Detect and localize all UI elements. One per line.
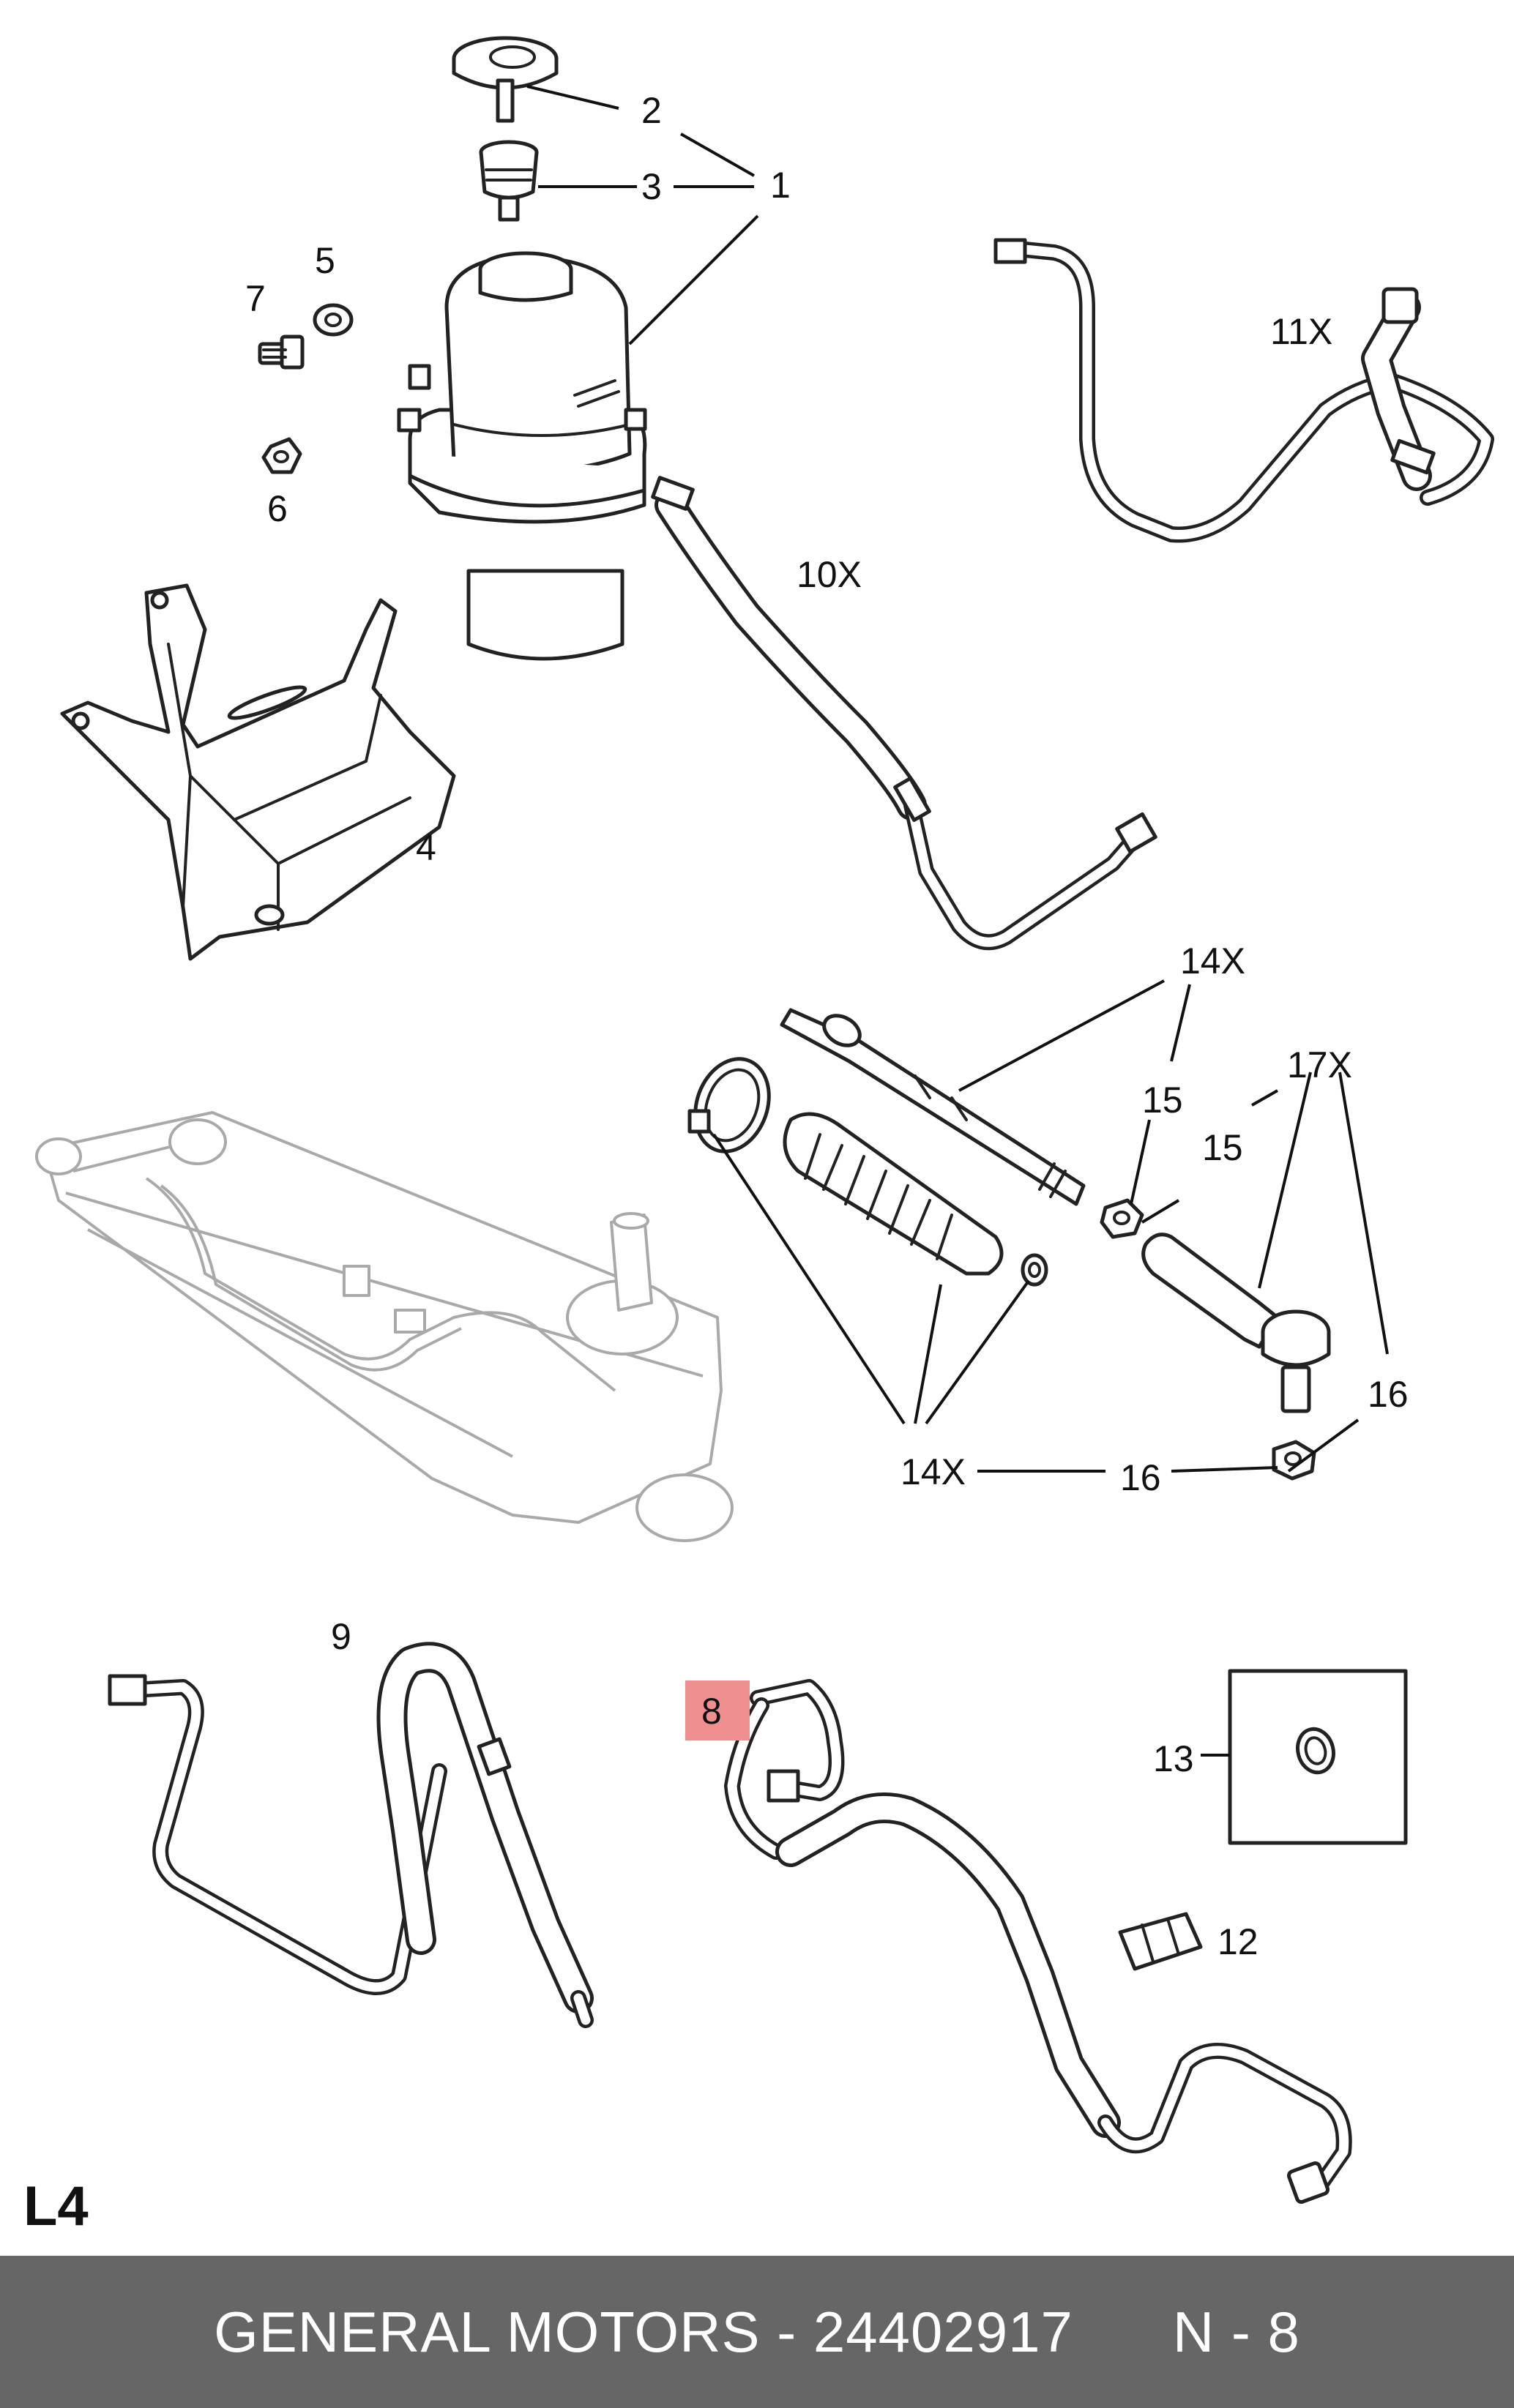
callout-9: 9 — [331, 1616, 351, 1657]
hose-clip[interactable] — [1118, 1912, 1203, 1971]
section-label: L4 — [23, 2175, 89, 2237]
steering-gear-reference — [35, 1111, 734, 1542]
callout-16-bottom: 16 — [1120, 1457, 1161, 1498]
return-line-11x[interactable] — [993, 238, 1494, 543]
callout-1: 1 — [770, 165, 791, 206]
highlight-box — [685, 1680, 750, 1740]
reservoir-filter[interactable] — [479, 140, 539, 222]
callout-15-right: 15 — [1202, 1127, 1243, 1168]
parts-diagram: 1 2 3 5 7 6 4 10X 11X 14X 15 15 17X 16 1… — [23, 36, 1494, 2237]
mounting-bracket[interactable] — [60, 583, 456, 961]
boot-clamp-small[interactable] — [1021, 1253, 1048, 1287]
callout-2: 2 — [641, 90, 662, 131]
boot-clamp-large[interactable] — [683, 1049, 782, 1162]
callout-4: 4 — [416, 827, 436, 868]
callout-14x-top: 14X — [1180, 941, 1245, 981]
callout-12: 12 — [1217, 1921, 1258, 1962]
footer-bar: GENERAL MOTORS - 24402917 N - 8 — [0, 2256, 1514, 2408]
reservoir-pump-assembly[interactable] — [397, 251, 647, 661]
callout-10x: 10X — [797, 554, 862, 595]
callout-17x: 17X — [1287, 1044, 1352, 1085]
callout-8: 8 — [701, 1691, 722, 1732]
reservoir-cap[interactable] — [452, 36, 559, 123]
pressure-line-10x[interactable] — [651, 476, 1157, 951]
callout-13: 13 — [1153, 1738, 1194, 1779]
jam-nut[interactable] — [1100, 1198, 1144, 1239]
nut[interactable] — [261, 437, 302, 474]
footer-title: GENERAL MOTORS - 24402917 N - 8 — [214, 2299, 1300, 2364]
callout-labels: 1 2 3 5 7 6 4 10X 11X 14X 15 15 17X 16 1… — [23, 90, 1409, 2237]
callout-11x: 11X — [1270, 311, 1332, 352]
leader-lines — [526, 85, 1389, 1757]
pressure-line-9[interactable] — [108, 1642, 594, 2028]
bolt[interactable] — [258, 334, 305, 370]
inner-tie-rod[interactable] — [780, 1008, 1086, 1206]
callout-3: 3 — [641, 166, 662, 207]
castle-nut[interactable] — [1272, 1440, 1316, 1481]
outer-tie-rod-end[interactable] — [1141, 1233, 1331, 1413]
o-ring[interactable] — [1293, 1725, 1338, 1776]
pressure-line-8[interactable] — [724, 1679, 1352, 2205]
washer[interactable] — [313, 303, 354, 337]
callout-5: 5 — [315, 240, 335, 281]
callout-7: 7 — [245, 278, 266, 319]
callout-6: 6 — [267, 488, 288, 529]
callout-16-right: 16 — [1368, 1374, 1409, 1415]
callout-14x-bottom: 14X — [900, 1451, 966, 1492]
steering-boot[interactable] — [783, 1112, 1004, 1276]
callout-15-left: 15 — [1142, 1080, 1183, 1121]
